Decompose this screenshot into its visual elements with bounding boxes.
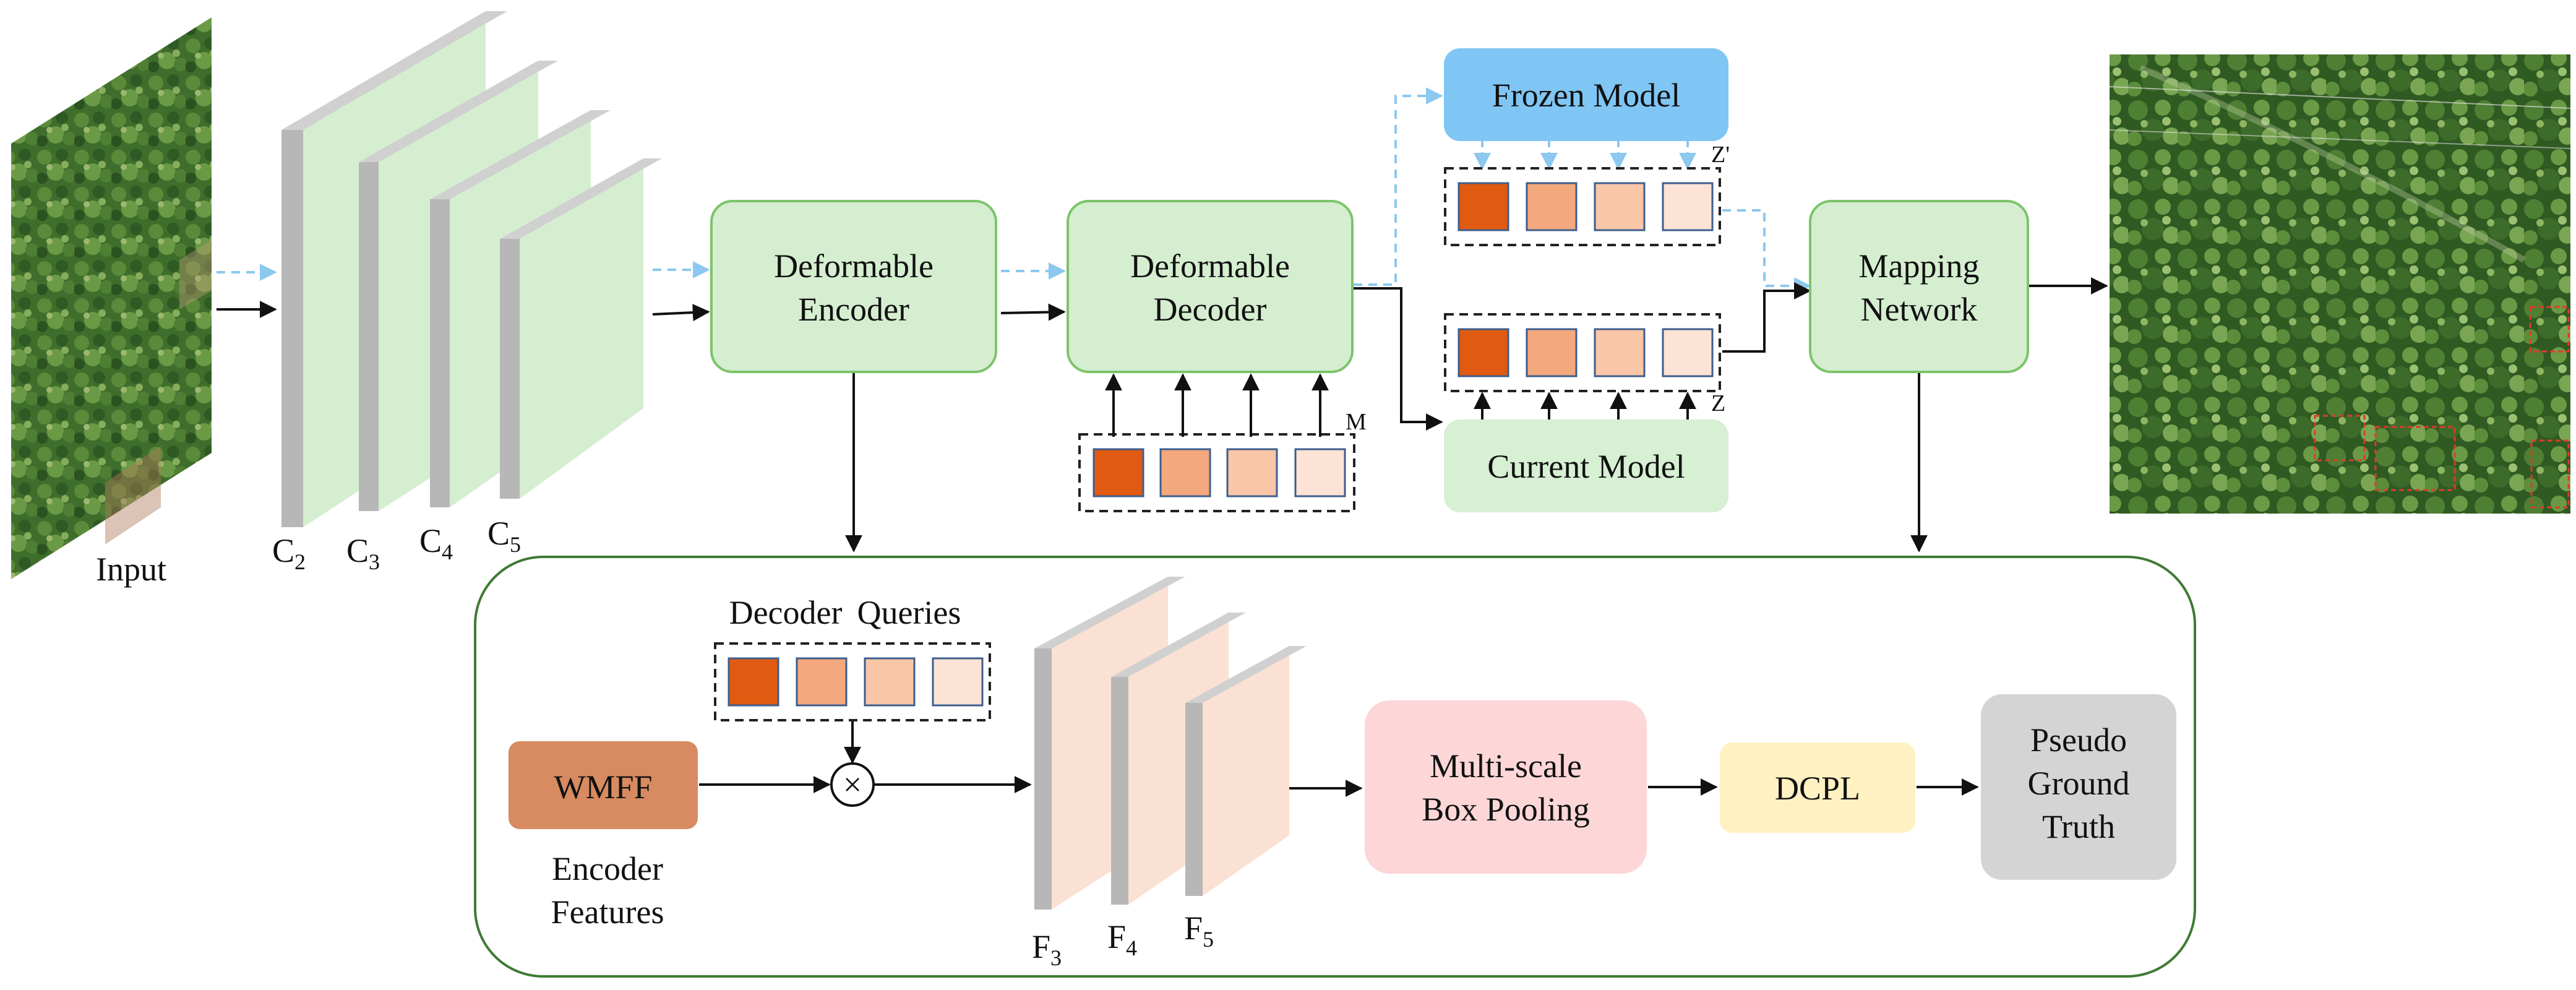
output-image <box>2109 54 2571 514</box>
mapping-network-box: Mapping Network <box>1809 200 2029 373</box>
wmff-label: WMFF <box>554 768 652 806</box>
frozen-queries-to-mapping-dashed-arrow <box>1722 209 1811 295</box>
wmff-box: WMFF <box>509 741 698 829</box>
pseudo-line1: Pseudo <box>2030 721 2127 759</box>
label-c5: C5 <box>487 515 521 557</box>
multiscale-box-pooling-box: Multi-scale Box Pooling <box>1365 700 1647 874</box>
pseudo-line3: Truth <box>2042 808 2115 845</box>
lower-decoder-queries <box>714 642 991 721</box>
current-queries-to-mapping-arrow <box>1722 282 1811 353</box>
decoder-line1: Deformable <box>1130 248 1290 285</box>
refinement-panel <box>474 556 2196 978</box>
pseudo-line2: Ground <box>2028 765 2130 802</box>
backbone-to-encoder-arrow <box>652 304 710 322</box>
decoder-queries-m <box>1078 433 1355 512</box>
decoder-line2: Decoder <box>1154 291 1267 328</box>
current-queries-label: Z <box>1711 390 1725 416</box>
label-f4: F4 <box>1107 918 1137 960</box>
svg-text:×: × <box>843 766 862 803</box>
feature-f5 <box>1185 646 1307 896</box>
decoder-to-frozen-dashed-arrow <box>1354 87 1443 286</box>
encoder-features-line1: Encoder <box>552 850 663 887</box>
deformable-encoder-box: Deformable Encoder <box>710 200 997 373</box>
encoder-features-line2: Features <box>551 893 664 931</box>
current-model-label: Current Model <box>1487 448 1685 485</box>
label-c2: C2 <box>272 532 306 574</box>
label-c3: C3 <box>346 532 380 574</box>
dcpl-box: DCPL <box>1720 742 1915 833</box>
pseudo-ground-truth-box: Pseudo Ground Truth <box>1981 694 2176 880</box>
detection-boxes <box>2314 306 2570 509</box>
frozen-model-box: Frozen Model <box>1444 48 1728 141</box>
deformable-decoder-box: Deformable Decoder <box>1067 200 1354 373</box>
dcpl-label: DCPL <box>1775 770 1860 807</box>
current-queries-z <box>1444 313 1721 392</box>
input-image <box>11 17 212 579</box>
encoder-to-decoder-arrow <box>1000 303 1066 321</box>
backbone-c5 <box>500 158 662 499</box>
multiply-operator: × <box>830 762 875 807</box>
pooling-line1: Multi-scale <box>1430 747 1582 785</box>
encoder-line1: Deformable <box>774 248 934 285</box>
decoder-queries-label: M <box>1346 409 1367 435</box>
frozen-queries-z-prime <box>1444 167 1721 246</box>
mapping-line2: Network <box>1861 291 1978 328</box>
mapping-line1: Mapping <box>1859 248 1980 285</box>
label-c4: C4 <box>419 522 453 564</box>
current-model-box: Current Model <box>1444 420 1728 512</box>
frozen-queries-label: Z' <box>1711 142 1730 168</box>
decoder-to-current-arrow <box>1354 287 1443 431</box>
label-f5: F5 <box>1184 910 1214 952</box>
pooling-line2: Box Pooling <box>1422 791 1590 828</box>
label-f3: F3 <box>1032 928 1062 970</box>
input-label: Input <box>96 551 166 588</box>
encoder-line2: Encoder <box>798 291 909 328</box>
frozen-model-label: Frozen Model <box>1492 77 1680 114</box>
